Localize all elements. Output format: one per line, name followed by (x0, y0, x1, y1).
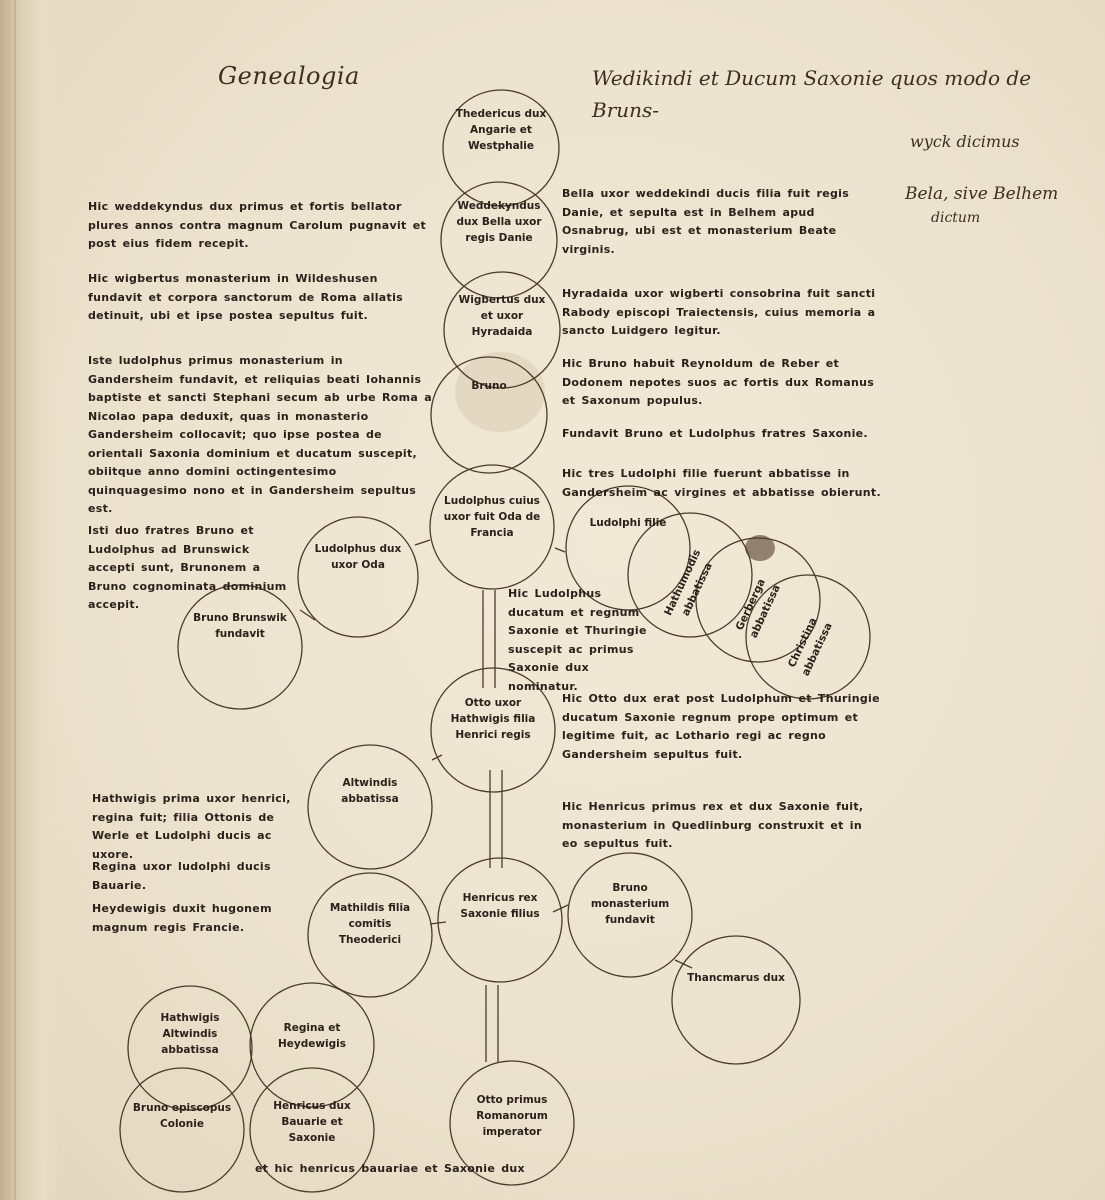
right-paragraph-7: Hic Otto dux erat post Ludolphum et Thur… (562, 692, 880, 761)
right-paragraph-3: Hic Bruno habuit Reynoldum de Reber et D… (562, 357, 875, 407)
circle-otto (430, 667, 556, 793)
title-genealogia: Genealogia (218, 62, 360, 90)
node-bruno-colonia: Bruno episcopus Colonie (132, 1102, 232, 1130)
circle-daughters-1 (627, 512, 753, 638)
margin-note-line1: Bela, sive Belhem (905, 184, 1059, 204)
bottom-note: et hic henricus bauariae et Saxonie dux (255, 1162, 525, 1175)
node-henricus: Henricus rex Saxonie filius (460, 892, 540, 920)
circle-ludolphus (429, 464, 555, 590)
right-paragraph-4: Fundavit Bruno et Ludolphus fratres Saxo… (562, 427, 868, 440)
node-weddekyndus: Weddekyndus dux Bella uxor regis Danie (456, 200, 542, 244)
node-henricus-dux: Henricus dux Bauarie et Saxonie (273, 1100, 351, 1144)
circle-otto-rex (449, 1060, 575, 1186)
left-paragraph-2: Hic wigbertus monasterium in Wildeshusen… (88, 272, 403, 322)
node-bruno-brunswik: Bruno Brunswik fundavit (193, 612, 287, 640)
right-paragraph-2: Hyradaida uxor wigberti consobrina fuit … (562, 287, 876, 337)
node-ludolphus: Ludolphus cuius uxor fuit Oda de Francia (443, 495, 541, 539)
title-right-line2: wyck dicimus (910, 132, 1020, 151)
circle-mathilda (307, 872, 433, 998)
circle-henricus (437, 857, 563, 983)
right-paragraph-5: Hic tres Ludolphi filie fuerunt abbatiss… (562, 467, 881, 499)
node-hathwigis-alt: Hathwigis Altwindis abbatissa (160, 1012, 220, 1056)
node-theodericus: Thedericus dux Angarie et Westphalie (455, 108, 547, 152)
left-paragraph-5: Hathwigis prima uxor henrici, regina fui… (92, 792, 291, 861)
node-wigbertus: Wigbertus dux et uxor Hyradaida (458, 294, 546, 338)
circle-henricus-dux (249, 1067, 375, 1193)
circle-thancmarus (671, 935, 801, 1065)
circle-bruno-colonia (119, 1067, 245, 1193)
branch-line (299, 609, 316, 621)
title-right-line1: Wedikindi et Ducum Saxonie quos modo de … (592, 66, 1032, 122)
left-paragraph-4: Isti duo fratres Bruno et Ludolphus ad B… (88, 524, 287, 611)
circle-bruno-brunswik (177, 584, 303, 710)
left-paragraph-7: Heydewigis duxit hugonem magnum regis Fr… (92, 902, 272, 934)
node-otto: Otto uxor Hathwigis filia Henrici regis (450, 697, 536, 741)
node-regina-heydewigis: Regina et Heydewigis (277, 1022, 347, 1050)
circle-bruno-son (297, 516, 419, 638)
node-otto-rex: Otto primus Romanorum imperator (476, 1094, 548, 1138)
water-stain (455, 352, 545, 432)
circle-theodericus (442, 89, 560, 207)
circle-weddekyndus (440, 181, 558, 299)
node-brunonem: Bruno monasterium fundavit (590, 882, 670, 926)
branch-line (414, 539, 431, 546)
node-altwindis: Altwindis abbatissa (341, 777, 399, 805)
branch-line (554, 547, 566, 553)
right-paragraph-6: Hic Ludolphus ducatum et regnum Saxonie … (508, 587, 647, 693)
node-daughters-head: Ludolphi filie (589, 517, 667, 529)
left-paragraph-3: Iste ludolphus primus monasterium in Gan… (88, 354, 432, 515)
margin-note-line2: dictum (931, 210, 981, 226)
left-paragraph-1: Hic weddekyndus dux primus et fortis bel… (88, 200, 427, 250)
node-bruno-son: Ludolphus dux uxor Oda (314, 543, 402, 571)
left-paragraph-6: Regina uxor ludolphi ducis Bauarie. (92, 860, 271, 892)
node-mathilda: Mathildis filia comitis Theoderici (329, 902, 411, 946)
circle-wigbertus (443, 271, 561, 389)
circle-brunonem (567, 852, 693, 978)
circle-daughters-2 (695, 537, 821, 663)
title-right: Wedikindi et Ducum Saxonie quos modo de … (592, 62, 1062, 158)
right-paragraph-8: Hic Henricus primus rex et dux Saxonie f… (562, 800, 864, 850)
binding-stitch (14, 0, 16, 1200)
margin-note: Bela, sive Belhem dictum (905, 182, 1095, 230)
circle-daughters-3 (745, 574, 871, 700)
circle-bruno (430, 356, 548, 474)
node-bruno: Bruno (471, 380, 507, 392)
circle-hathwigis-alt (127, 985, 253, 1111)
circle-altwindis (307, 744, 433, 870)
node-thancmarus: Thancmarus dux (687, 972, 785, 984)
page-binding (0, 0, 60, 1200)
right-paragraph-1: Bella uxor weddekindi ducis filia fuit r… (562, 187, 850, 256)
circle-regina-heydewigis (249, 982, 375, 1108)
circle-daughters-head (565, 485, 691, 611)
